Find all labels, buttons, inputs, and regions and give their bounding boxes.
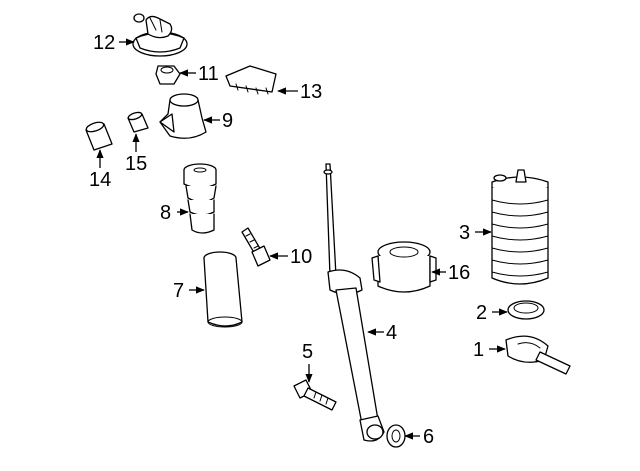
callout-3: 3 [459,222,470,244]
part-6-washer [386,424,406,448]
part-1-lower-seat [505,335,571,375]
part-3-air-spring [491,169,549,285]
part-9-insulator [159,93,207,139]
part-15-bushing [127,111,149,133]
part-10-bolt [241,227,271,267]
callout-11: 11 [198,63,219,85]
callout-16: 16 [448,262,470,284]
callout-labels: 12 11 13 9 14 15 8 10 7 4 5 6 16 3 2 1 [89,32,487,448]
callout-4: 4 [386,322,397,344]
part-16-spring-seat [371,241,437,293]
part-2-ring [507,300,545,320]
callout-1: 1 [473,339,484,361]
callout-14: 14 [89,169,111,191]
part-11-nut [155,65,181,85]
callout-13: 13 [300,81,322,103]
part-8-bump-stop [183,163,217,234]
part-12-upper-mount [132,13,188,57]
part-7-dust-boot [203,251,243,328]
callout-9: 9 [222,110,233,132]
callout-6: 6 [423,426,434,448]
part-4-shock-absorber [323,163,385,442]
callout-2: 2 [476,302,487,324]
part-5-bolt [293,379,337,411]
leader-lines [96,38,508,440]
callout-15: 15 [125,153,147,175]
callout-5: 5 [302,341,313,363]
part-13-bracket [225,65,277,95]
callout-8: 8 [160,202,171,224]
callout-7: 7 [173,280,184,302]
part-14-bushing [85,121,113,151]
callout-10: 10 [290,246,312,268]
callout-12: 12 [93,32,115,54]
